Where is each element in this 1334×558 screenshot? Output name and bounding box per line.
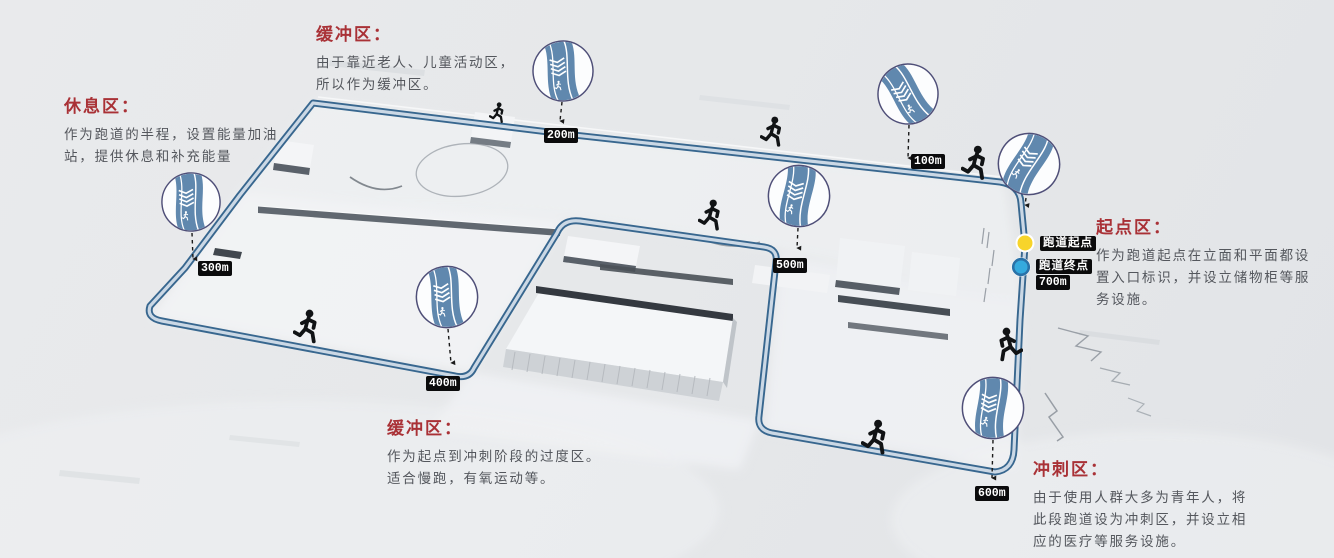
zone-text-line: 置入口标识，并设立储物柜等服 bbox=[1096, 270, 1311, 285]
zone-text-line: 由于靠近老人、儿童活动区， bbox=[316, 55, 515, 70]
zone-rest-area: 休息区： 作为跑道的半程，设置能量加油 站，提供休息和补充能量 bbox=[64, 92, 278, 168]
zone-text-line: 作为起点到冲刺阶段的过度区。 bbox=[387, 449, 602, 464]
zone-title: 起点区： bbox=[1096, 218, 1172, 237]
runner-icon bbox=[760, 116, 782, 147]
zone-text-line: 所以作为缓冲区。 bbox=[316, 77, 439, 92]
zone-text-line: 适合慢跑，有氧运动等。 bbox=[387, 471, 556, 486]
zone-text-line: 站，提供休息和补充能量 bbox=[64, 149, 233, 164]
zone-buffer-mid: 缓冲区： 作为起点到冲刺阶段的过度区。 适合慢跑，有氧运动等。 bbox=[387, 414, 601, 490]
zone-buffer-top: 缓冲区： 由于靠近老人、儿童活动区， 所以作为缓冲区。 bbox=[316, 20, 515, 96]
zone-text-line: 作为跑道的半程，设置能量加油 bbox=[64, 127, 279, 142]
distance-badge-600m: 600m bbox=[975, 486, 1009, 501]
track-closeup-200m bbox=[529, 37, 597, 106]
start-finish-markers bbox=[1011, 233, 1035, 277]
zone-title: 休息区： bbox=[64, 97, 140, 116]
track-closeup-300m bbox=[160, 171, 222, 234]
site-ground bbox=[0, 100, 1334, 558]
zone-text-line: 由于使用人群大多为青年人，将 bbox=[1033, 490, 1248, 505]
zone-sprint-area: 冲刺区： 由于使用人群大多为青年人，将 此段跑道设为冲刺区，并设立相 应的医疗等… bbox=[1033, 455, 1247, 553]
finish-dot bbox=[1011, 257, 1031, 277]
distance-badge-300m: 300m bbox=[198, 261, 232, 276]
zone-title: 冲刺区： bbox=[1033, 460, 1109, 479]
zone-text-line: 作为跑道起点在立面和平面都设 bbox=[1096, 248, 1311, 263]
distance-badge-500m: 500m bbox=[773, 258, 807, 273]
track-start-label: 跑道起点 bbox=[1040, 236, 1096, 251]
track-finish-label: 跑道终点 bbox=[1036, 259, 1092, 274]
running-track bbox=[145, 99, 1029, 476]
distance-badge-700m: 700m bbox=[1036, 275, 1070, 290]
distance-badge-200m: 200m bbox=[544, 128, 578, 143]
track-closeup-100m bbox=[866, 52, 950, 136]
zone-title: 缓冲区： bbox=[387, 419, 463, 438]
zone-title: 缓冲区： bbox=[316, 25, 392, 44]
distance-badge-100m: 100m bbox=[911, 154, 945, 169]
zone-start-area: 起点区： 作为跑道起点在立面和平面都设 置入口标识，并设立储物柜等服 务设施。 bbox=[1096, 213, 1310, 311]
callout-connectors bbox=[191, 101, 1030, 481]
distance-badge-400m: 400m bbox=[426, 376, 460, 391]
zone-text-line: 此段跑道设为冲刺区，并设立相 bbox=[1033, 512, 1248, 527]
zone-text-line: 应的医疗等服务设施。 bbox=[1033, 534, 1186, 549]
zone-text-line: 务设施。 bbox=[1096, 292, 1158, 307]
start-dot bbox=[1017, 235, 1033, 251]
site-buildings bbox=[59, 60, 1160, 484]
